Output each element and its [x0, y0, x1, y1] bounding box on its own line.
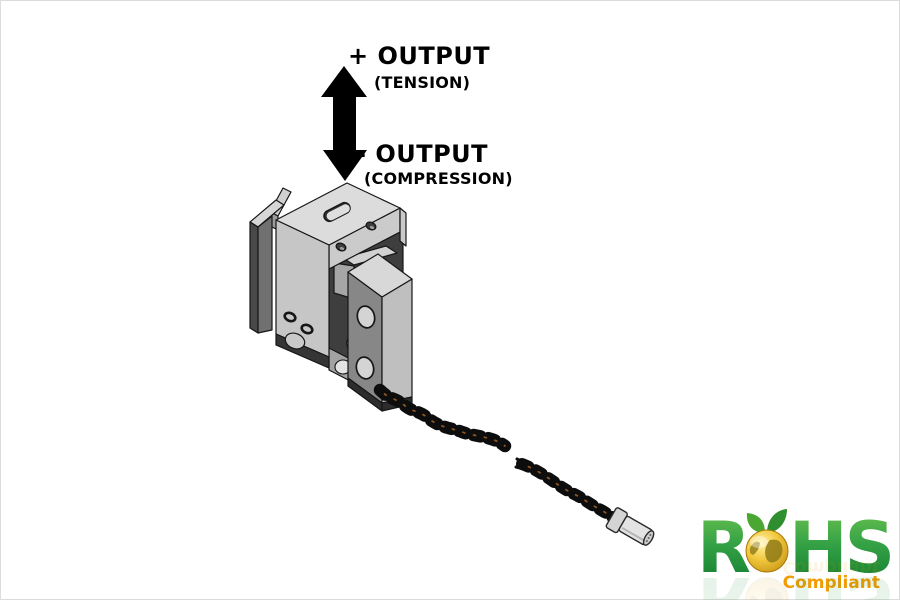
rohs-logo-reflection: [696, 556, 893, 600]
top-slot: [323, 201, 351, 223]
small-hole: [335, 242, 347, 252]
rohs-logo: R HS Compliant: [696, 507, 895, 600]
negative-output-label: - OUTPUT: [356, 140, 489, 168]
load-cell-front-block: [347, 253, 413, 412]
small-hole: [365, 221, 377, 231]
rohs-globe-icon: [745, 509, 789, 573]
load-cell-main-body: [275, 182, 407, 369]
cable-segment-connector: [514, 457, 621, 525]
double-arrow-icon: [321, 66, 367, 181]
compression-sublabel: (COMPRESSION): [364, 169, 513, 188]
tension-sublabel: (TENSION): [374, 73, 471, 92]
positive-output-label: + OUTPUT: [348, 42, 491, 70]
load-cell-illustration: [249, 182, 413, 412]
cable-segment-attached: [373, 383, 512, 453]
cable-connector: [605, 507, 655, 546]
